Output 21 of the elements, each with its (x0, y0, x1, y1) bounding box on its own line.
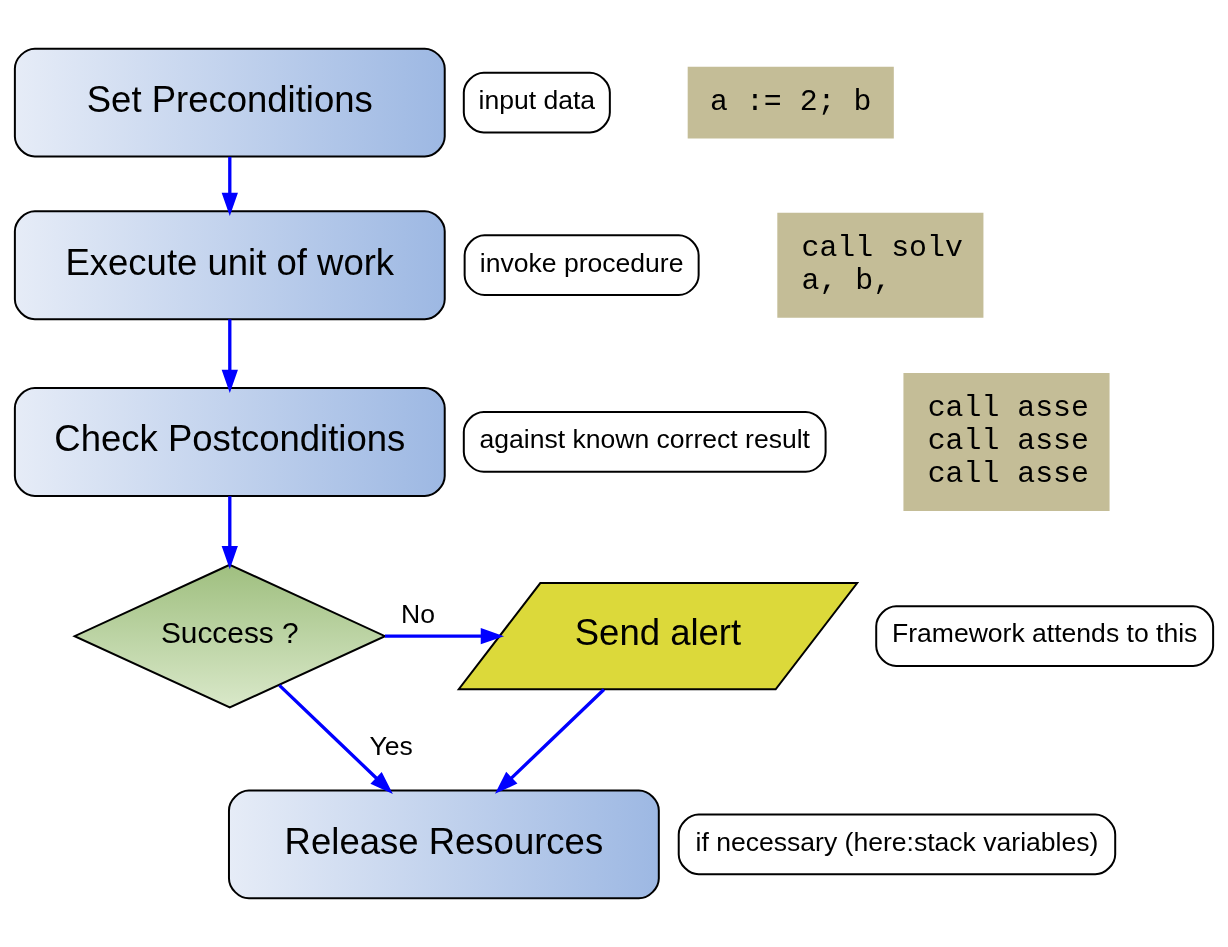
node-label: input data (478, 84, 596, 115)
node-label: if necessary (here:stack variables) (695, 826, 1099, 857)
node-box: a := 2; b (687, 66, 894, 139)
arrow (495, 688, 606, 794)
node-box: Execute unit of work (13, 210, 446, 321)
node-box: call asse call asse call asse (903, 372, 1110, 511)
arrow (278, 684, 393, 794)
node-label: invoke procedure (479, 247, 684, 278)
node-box: Release Resources (227, 789, 660, 900)
node-label: against known correct result (479, 424, 810, 455)
node-box: call solv a, b, (777, 212, 984, 318)
node-diamond: Success ? (72, 563, 388, 709)
node-box: Set Preconditions (13, 47, 446, 158)
node-label: Framework attends to this (891, 618, 1198, 649)
node-box: Check Postconditions (13, 387, 446, 497)
edge-label: No (401, 598, 435, 629)
arrow (221, 156, 238, 217)
arrow (221, 496, 238, 570)
arrow (221, 319, 238, 393)
arrow (385, 628, 505, 645)
edge-label: Yes (369, 731, 413, 762)
